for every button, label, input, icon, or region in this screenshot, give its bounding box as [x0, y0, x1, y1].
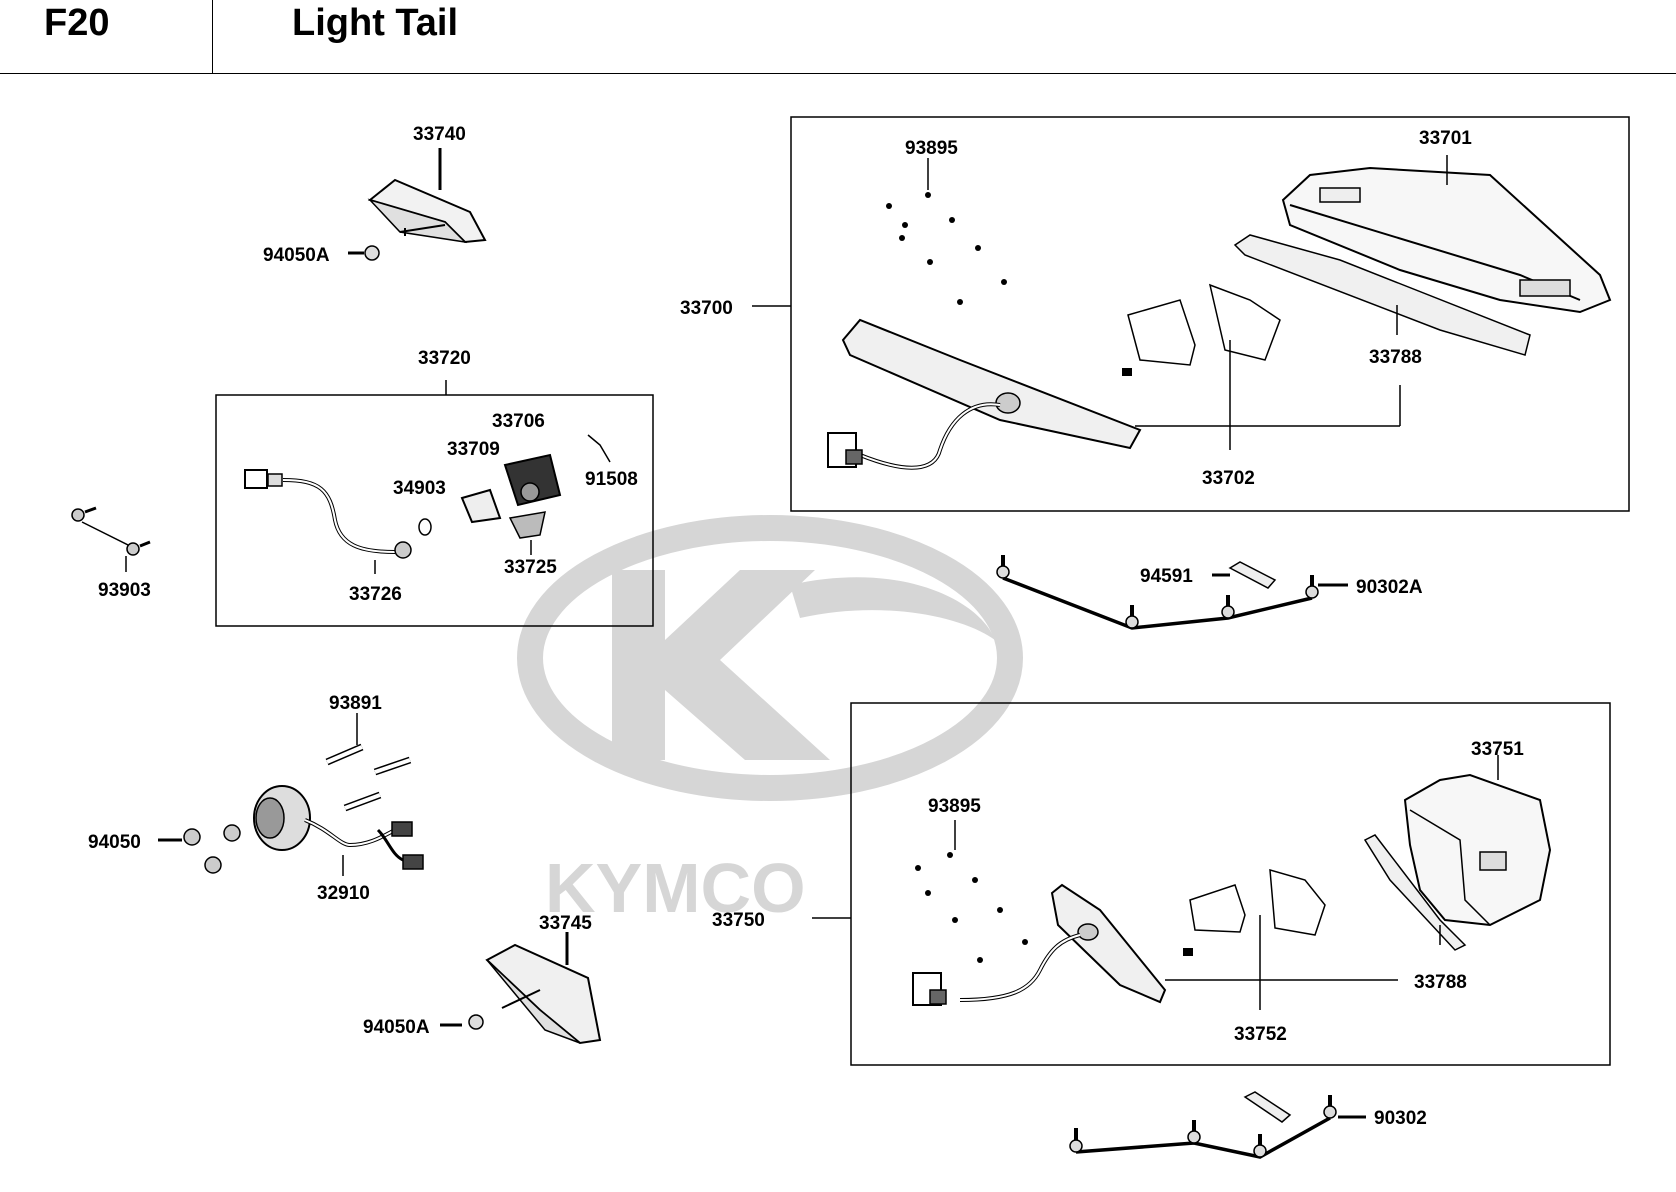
label-34903: 34903 [393, 478, 446, 499]
nut-icon [204, 856, 222, 874]
screws-93895 [886, 192, 1007, 305]
label-94050: 94050 [88, 832, 141, 853]
label-94591: 94591 [1140, 566, 1193, 587]
screws-93895-lower [915, 852, 1028, 963]
label-90302: 90302 [1374, 1108, 1427, 1129]
mount-unit-32910 [183, 743, 424, 874]
tail-light-33700 [827, 166, 1612, 470]
label-32910: 32910 [317, 883, 370, 904]
watermark-brand-text: KYMCO [545, 849, 806, 927]
watermark-ring [517, 515, 1023, 801]
label-33701: 33701 [1419, 128, 1472, 149]
nut-icon [223, 824, 241, 842]
label-91508: 91508 [585, 469, 638, 490]
label-33726: 33726 [349, 584, 402, 605]
group-box-33700 [790, 116, 1630, 512]
label-33751: 33751 [1471, 739, 1524, 760]
license-lamp-33745 [468, 943, 602, 1045]
watermark-swoosh [790, 577, 995, 640]
label-33740: 33740 [413, 124, 466, 145]
license-lamp-33740 [364, 178, 487, 261]
label-33750: 33750 [712, 910, 765, 931]
label-93895-bottom: 93895 [928, 796, 981, 817]
label-33700: 33700 [680, 298, 733, 319]
label-33745: 33745 [539, 913, 592, 934]
bulb-icon [418, 518, 432, 536]
label-33709: 33709 [447, 439, 500, 460]
bolt-set-top [996, 555, 1319, 630]
label-33702: 33702 [1202, 468, 1255, 489]
screws-93903 [71, 506, 151, 572]
label-90302A: 90302A [1356, 577, 1423, 598]
label-93891: 93891 [329, 693, 382, 714]
tail-light-33750 [912, 773, 1552, 1006]
nut-icon [183, 828, 201, 846]
section-code: F20 [44, 2, 110, 44]
group-box-33750 [850, 702, 1611, 1066]
watermark-k-mark [612, 570, 830, 760]
nut-icon [364, 245, 380, 261]
label-33720: 33720 [418, 348, 471, 369]
label-93895-top: 93895 [905, 138, 958, 159]
group-box-33720 [215, 394, 654, 627]
bolt-set-bottom [1069, 1091, 1337, 1159]
header-divider [212, 0, 213, 74]
nut-icon [468, 1014, 484, 1030]
label-33788-bottom: 33788 [1414, 972, 1467, 993]
label-33706: 33706 [492, 411, 545, 432]
socket-wire-assembly [244, 434, 611, 559]
label-33725: 33725 [504, 557, 557, 578]
kymco-watermark: KYMCO [517, 515, 1023, 927]
label-94050A-top: 94050A [263, 245, 330, 266]
label-33788-top: 33788 [1369, 347, 1422, 368]
section-title: Light Tail [292, 2, 459, 44]
label-33752: 33752 [1234, 1024, 1287, 1045]
label-93903: 93903 [98, 580, 151, 601]
header-underline [0, 73, 1676, 74]
label-94050A-bottom: 94050A [363, 1017, 430, 1038]
